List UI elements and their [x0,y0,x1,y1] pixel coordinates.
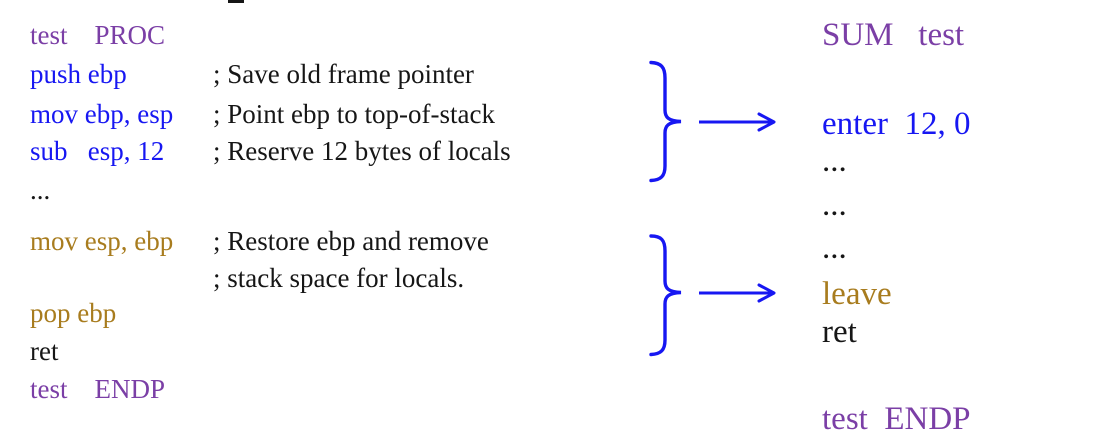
left-endp-directive: test ENDP [30,374,165,404]
right-enter-instruction: enter 12, 0 [822,106,971,142]
right-leave-instruction: leave [822,276,892,312]
left-mov-esp-comment-line2: ; stack space for locals. [213,263,465,293]
top-brace [649,60,682,183]
right-ret-instruction: ret [822,314,857,350]
left-sub-comment: ; Reserve 12 bytes of locals [213,136,511,166]
right-endp-directive: test ENDP [822,401,971,437]
bottom-arrow-head [757,283,776,303]
left-mov-esp-comment-line1: ; Restore ebp and remove [213,226,489,256]
crop-artifact-mark [228,0,244,3]
left-pop-instruction: pop ebp [30,298,117,328]
left-mov-ebp-comment: ; Point ebp to top-of-stack [213,99,495,129]
left-ret-instruction: ret [30,336,59,366]
left-proc-directive: test PROC [30,20,166,50]
left-sub-instruction: sub esp, 12 [30,136,165,166]
left-push-instruction: push ebp [30,59,127,89]
left-ellipsis: ... [30,175,51,205]
top-arrow-head [757,112,776,132]
right-ellipsis-1: ... [822,143,847,179]
right-ellipsis-2: ... [822,187,847,223]
right-sum-test-title: SUM test [822,17,965,53]
right-ellipsis-3: ... [822,230,847,266]
left-mov-ebp-instruction: mov ebp, esp [30,99,174,129]
left-push-comment: ; Save old frame pointer [213,59,474,89]
left-mov-esp-instruction: mov esp, ebp [30,226,174,256]
bottom-brace [649,234,682,357]
